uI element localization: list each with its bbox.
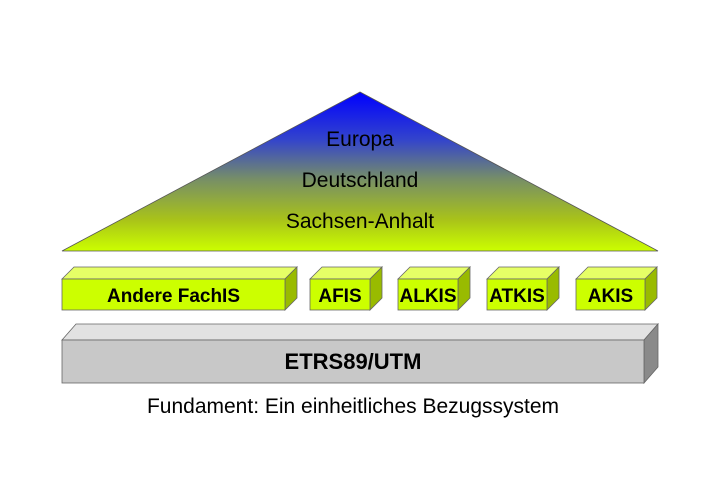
block-top [486, 266, 560, 280]
block-label: Andere FachIS [107, 286, 240, 307]
level-deutschland: Deutschland [302, 169, 419, 192]
block-front [61, 278, 286, 311]
system-block: AFIS [309, 266, 383, 311]
system-block: ATKIS [486, 266, 560, 311]
block-top [575, 266, 658, 280]
system-blocks: Andere FachIS AFIS ALKIS ATKIS AKIS [61, 266, 658, 311]
system-block: Andere FachIS [61, 266, 298, 311]
block-label: AFIS [318, 286, 361, 307]
pyramid-shape [61, 91, 659, 252]
block-front [486, 278, 548, 311]
level-europa: Europa [326, 128, 394, 151]
foundation-label: ETRS89/UTM [285, 349, 422, 374]
block-label: ALKIS [400, 286, 457, 307]
block-front [397, 278, 459, 311]
block-top [397, 266, 471, 280]
foundation-block: ETRS89/UTM [61, 322, 659, 385]
foundation-top [61, 323, 659, 341]
system-block: AKIS [575, 266, 658, 311]
system-block: ALKIS [397, 266, 471, 311]
block-label: ATKIS [489, 286, 545, 307]
level-sachsen-anhalt: Sachsen-Anhalt [286, 210, 434, 233]
foundation-front [61, 339, 645, 384]
block-label: AKIS [588, 286, 633, 307]
block-top [61, 266, 298, 280]
foundation-caption: Fundament: Ein einheitliches Bezugssyste… [147, 395, 559, 418]
block-front [575, 278, 646, 311]
block-top [309, 266, 383, 280]
pyramid: Europa Deutschland Sachsen-Anhalt [61, 91, 659, 252]
block-front [309, 278, 371, 311]
